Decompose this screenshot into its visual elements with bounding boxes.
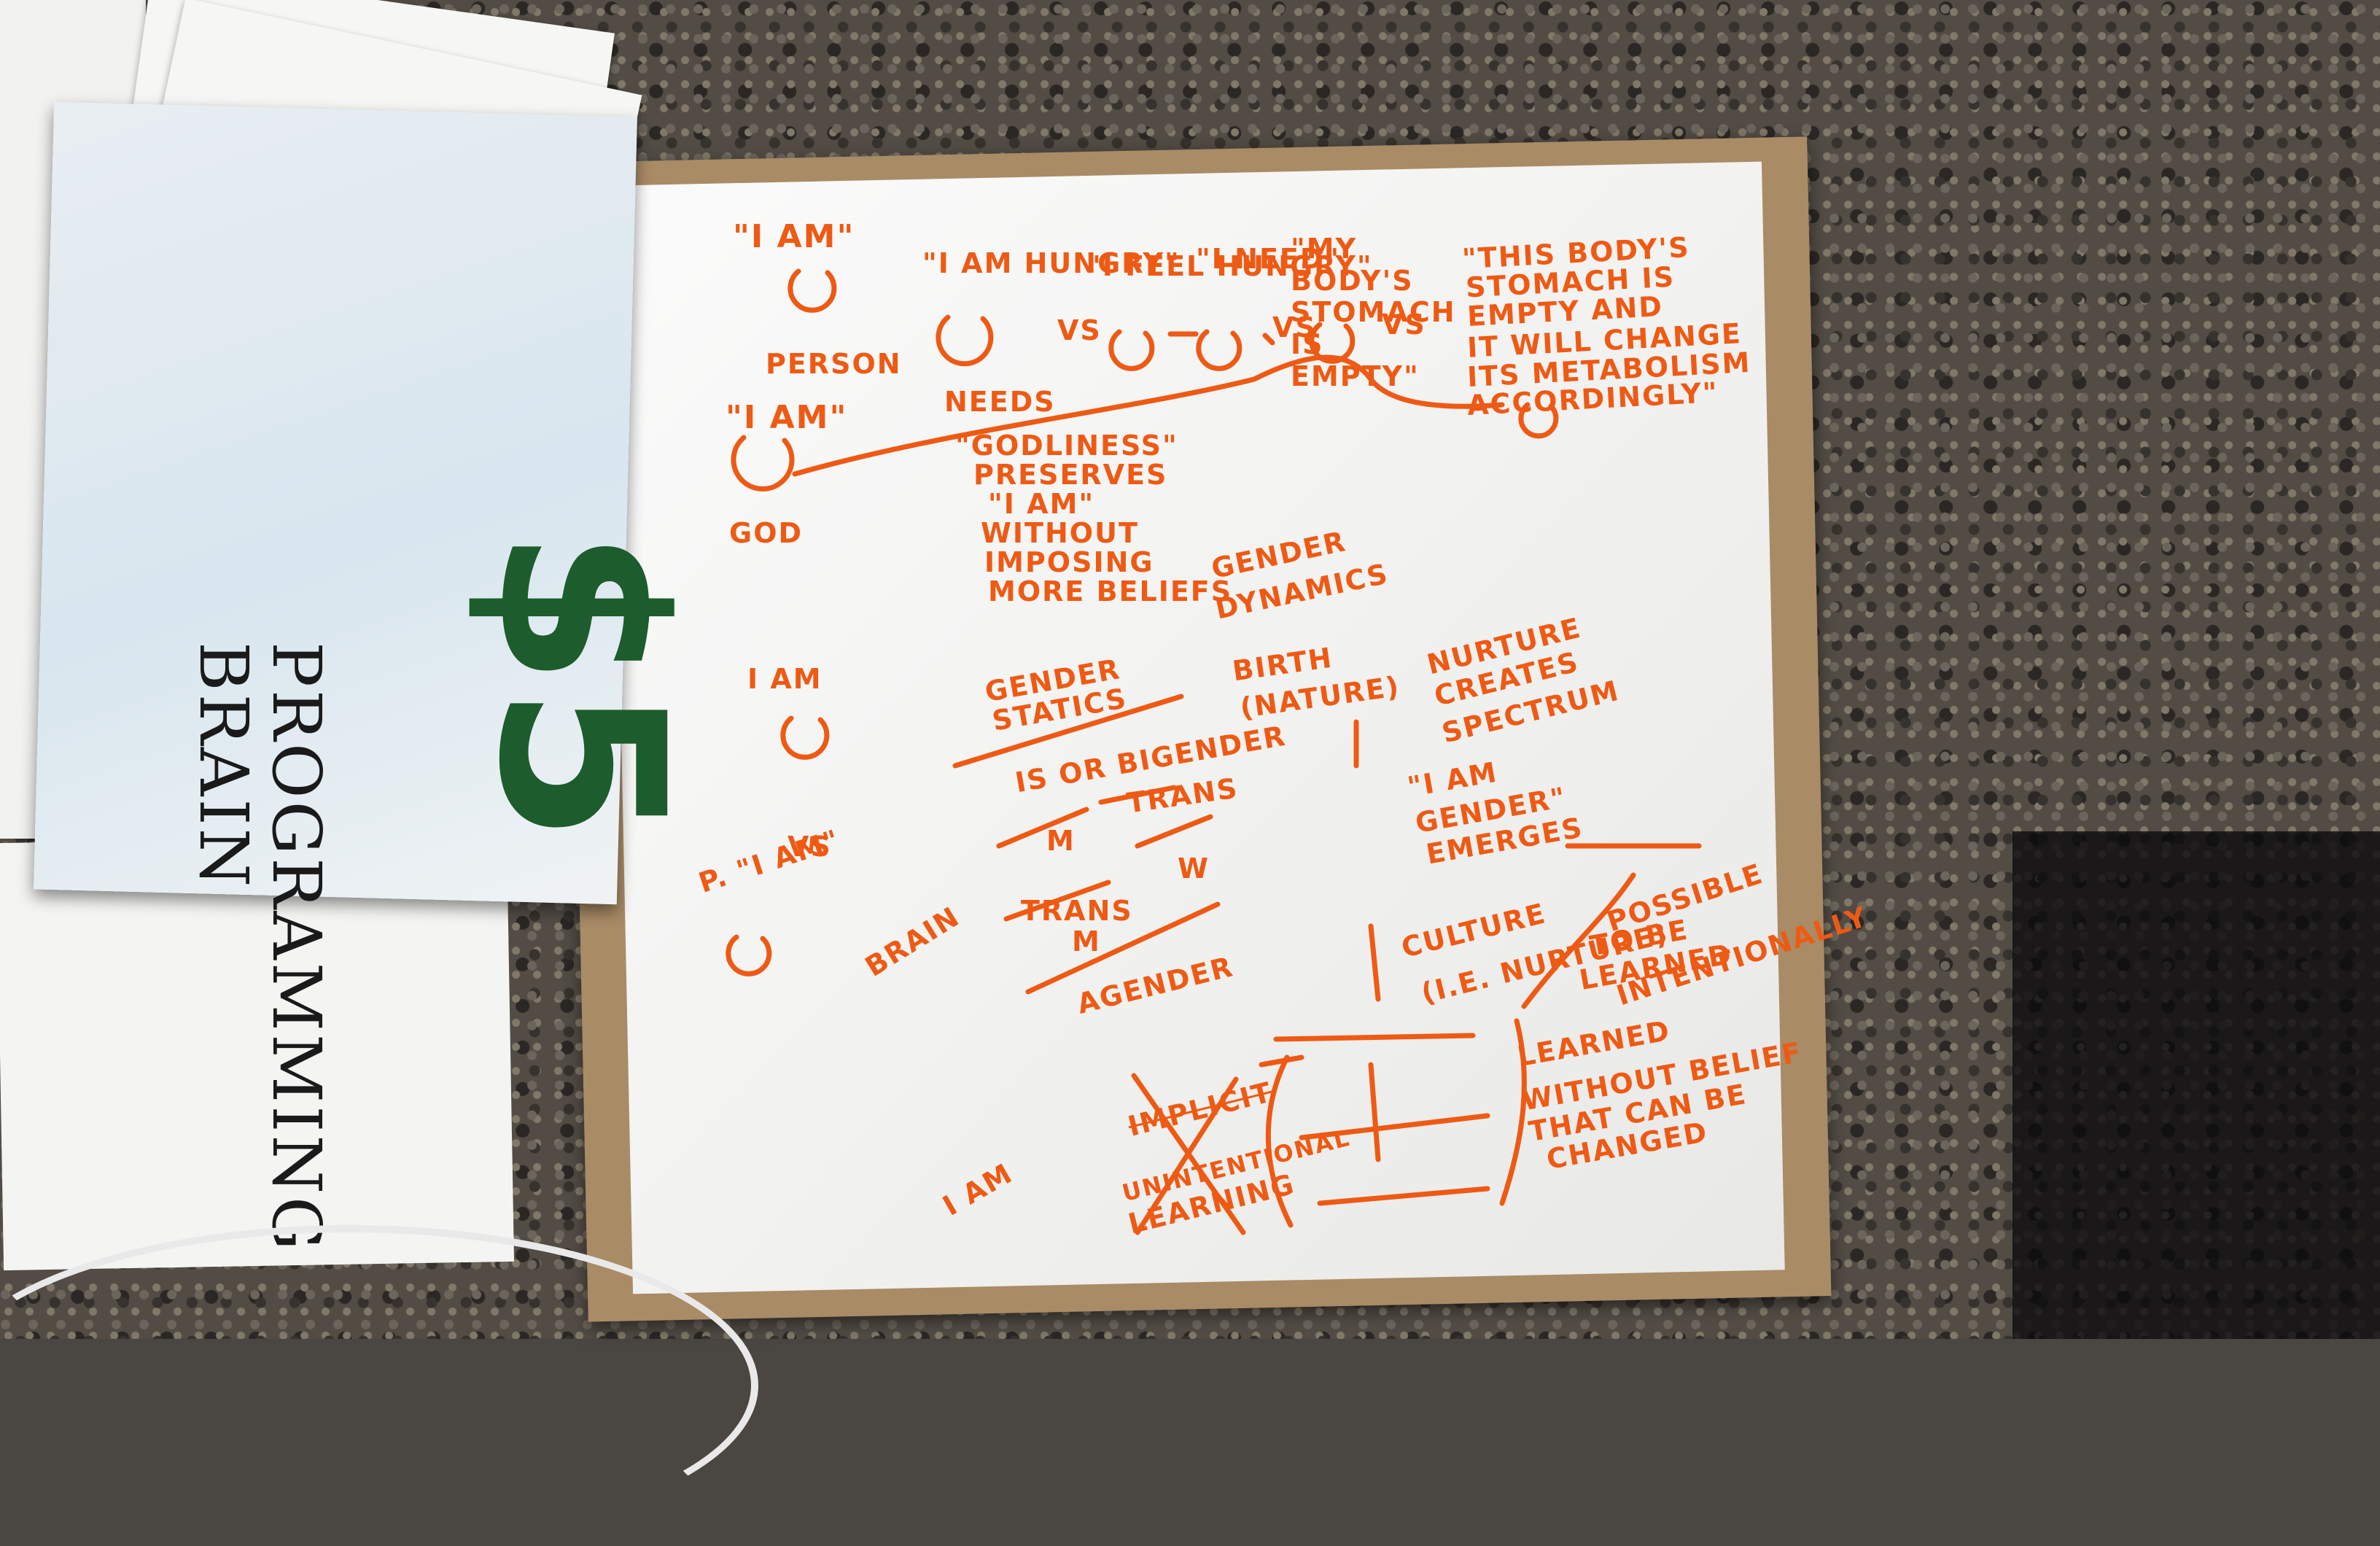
arrow-double-2 <box>1273 1033 1476 1042</box>
note-m-2: M <box>1072 925 1101 957</box>
note-godliness-1: "GODLINESS" <box>955 430 1178 462</box>
note-godliness-2: PRESERVES <box>973 459 1168 491</box>
note-vs-1: VS <box>1057 314 1102 346</box>
note-god: GOD <box>729 517 804 549</box>
arrow-m <box>996 807 1089 849</box>
long-curve-arrow <box>792 354 1505 477</box>
loop-icon-7 <box>731 435 795 492</box>
note-i-am-top: "I AM" <box>733 218 855 255</box>
note-godliness-6: MORE BELIEFS <box>988 575 1233 607</box>
loop-icon-4 <box>1196 329 1242 371</box>
note-trans: TRANS <box>1021 895 1133 927</box>
loop-icon-9 <box>726 934 772 976</box>
arrow-trans <box>1098 785 1177 805</box>
loop-icon-1 <box>788 268 837 313</box>
shadow-area <box>2012 831 2380 1339</box>
arrow-left-1 <box>1259 1054 1304 1068</box>
arrow-trans-2 <box>1003 879 1111 922</box>
bracket-left <box>1265 1054 1294 1228</box>
loop-icon-2 <box>936 314 994 367</box>
whiteboard-drawings <box>726 268 1702 1235</box>
note-i-need: "I NEED" <box>1196 243 1341 275</box>
arrow-w <box>1135 814 1213 849</box>
note-i-am-lower: I AM <box>747 663 822 695</box>
note-w: W <box>1178 852 1210 885</box>
note-vs-left: VS <box>788 831 832 863</box>
note-godliness-5: IMPOSING <box>984 546 1154 578</box>
note-godliness-4: WITHOUT <box>981 517 1139 549</box>
arrow-2 <box>1262 333 1275 346</box>
note-vs-3: VS <box>1382 308 1426 341</box>
arrow-double-4 <box>1317 1186 1490 1206</box>
loop-icon-6 <box>1518 402 1559 439</box>
loop-icon-5 <box>1309 322 1356 364</box>
strike-line-2 <box>1135 1076 1239 1235</box>
bracket-right <box>1499 1018 1527 1206</box>
loop-icon-3 <box>1108 329 1155 371</box>
note-i-feel-hungry: "I FEEL HUNGRY" <box>1086 250 1373 282</box>
loop-icon-8 <box>780 715 830 760</box>
note-i-am-hungry: "I AM HUNGRY" <box>922 247 1181 279</box>
note-i-am-mid: "I AM" <box>726 399 848 436</box>
note-godliness-3: "I AM" <box>988 488 1095 520</box>
arrow-down-2 <box>1368 923 1381 1002</box>
arrow-double-3 <box>1299 1113 1490 1141</box>
note-needs: NEEDS <box>944 386 1056 418</box>
arrow-gender-statics <box>952 694 1184 769</box>
note-person: PERSON <box>766 348 902 380</box>
note-vs-2: VS <box>1272 311 1317 343</box>
arrow-possible <box>1521 872 1636 1009</box>
arrow-down-3 <box>1368 1062 1381 1162</box>
note-m-1: M <box>1046 825 1076 857</box>
arrow-agender <box>1025 901 1221 995</box>
